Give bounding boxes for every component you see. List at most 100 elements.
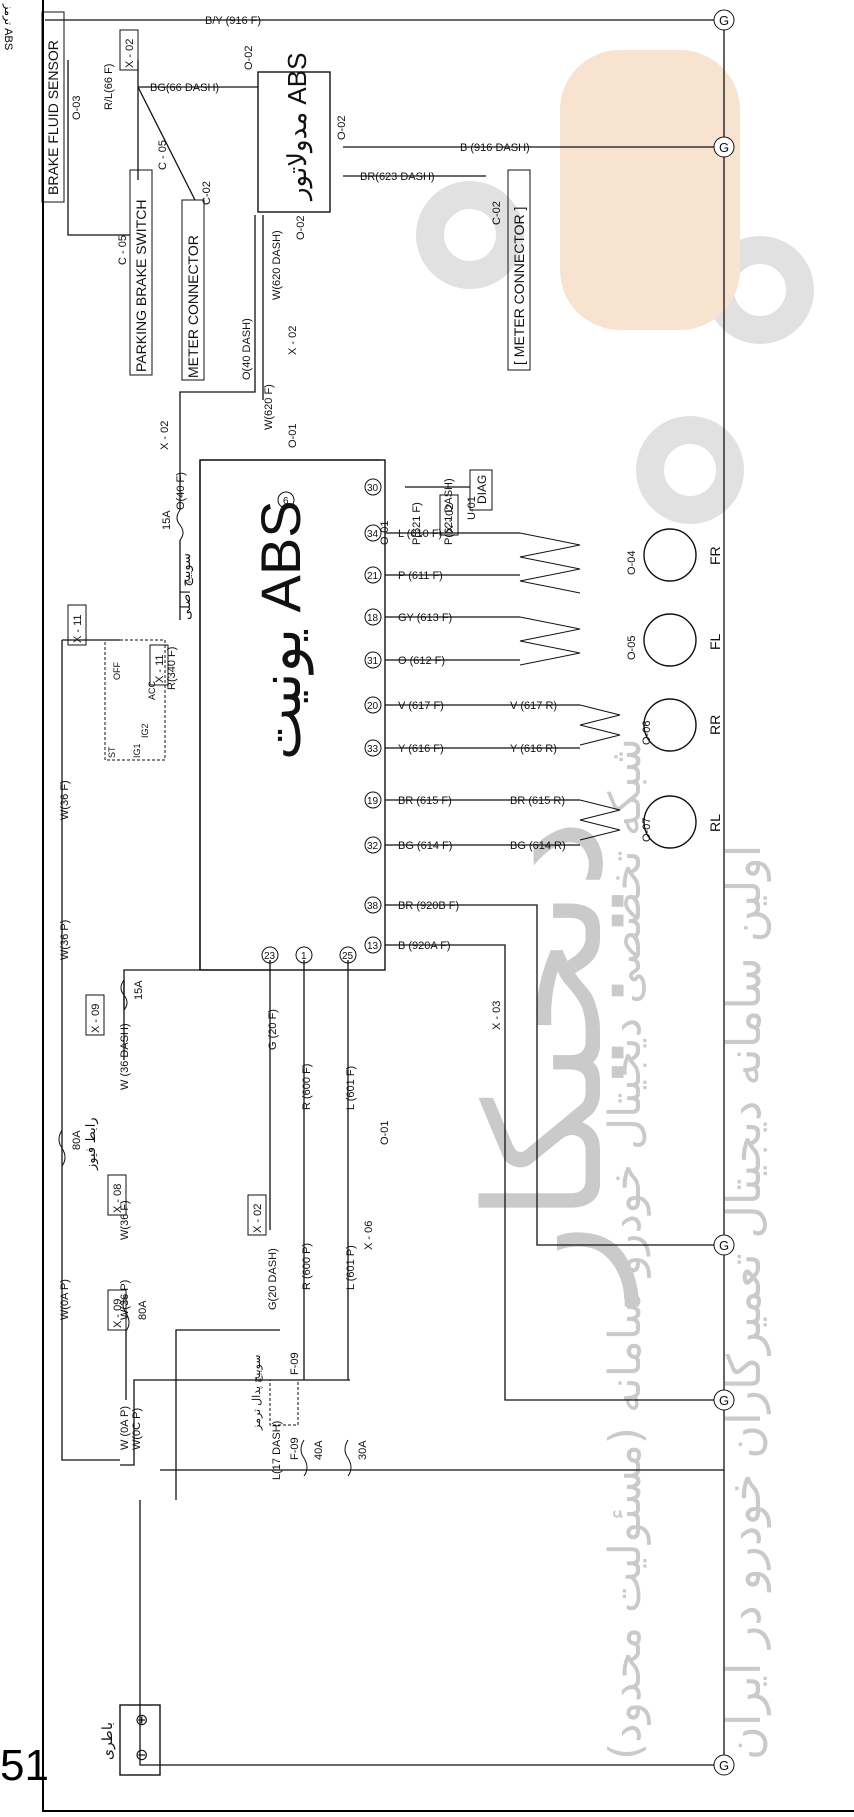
pin-33-circle [364,739,382,757]
sensor-fr-circle [643,528,697,582]
components: یونیت ABS مدولاتور ABS BRAKE FLUID SENSO… [41,11,531,1776]
conn-x02-right-box [439,494,459,536]
conn-x02-left: X - 02 [159,421,171,450]
ground-3-circle [713,1234,735,1256]
pin-18: 18 [367,613,379,624]
conn-x08-box [107,1174,127,1216]
lbl-o40dash: O(40 DASH) [241,318,253,380]
conn-c02-b: C-02 [491,201,503,225]
fuse-15a-ign-symbol [176,509,184,541]
conn-x09-b-box [107,1289,127,1331]
pin-38: 38 [367,901,379,912]
pin-18-circle [364,608,382,626]
lbl-w36dash: W (36 DASH) [119,1023,131,1090]
lbl-bg614f: BG (614 F) [398,840,452,852]
conn-x08: X - 08 [112,1184,124,1213]
lbl-br920bf: BR (920B F) [398,900,459,912]
ground-4-circle [713,1389,735,1411]
fuse-30a-symbol [344,1439,352,1477]
watermark-node-2 [706,236,814,344]
pin-6: 6 [283,496,289,507]
ground-5: G [719,1758,729,1773]
lbl-v617r: V (617 R) [510,700,557,712]
pin-13: 13 [367,941,379,952]
ground-2: G [719,140,729,155]
conn-x02-right: X - 02 [444,504,456,533]
wire-labels: B/Y (916 F) B (916 DASH) BR(623 DASH) BG… [59,15,566,1480]
wheel-sensors: FR O-04 FL O-05 RR O-06 RL O-07 [519,528,723,849]
ignition-switch-label: سوییچ اصلی [178,553,194,620]
sensor-rl-conn: O-07 [641,818,653,842]
fuse-15a-main-symbol [120,979,128,1011]
abs-unit-label: یونیت ABS [249,500,314,760]
meter-connector-1-label: METER CONNECTOR [185,235,201,378]
diagram-frame [42,0,854,1812]
lbl-w0ap-b: W (0A P) [119,1406,131,1450]
watermark-brand: دیجیکار [451,818,639,1307]
conn-o02-top: O-02 [243,46,255,70]
pin-20: 20 [367,701,379,712]
lbl-w36f: W(36 F) [59,780,71,820]
ground-1: G [719,13,729,28]
fuse-80a-lower-label: 80A [137,1300,149,1320]
battery-plus: ⊕ [135,1712,148,1729]
lbl-w620dash: W(620 DASH) [271,230,283,300]
sensor-rr-conn: O-06 [641,721,653,745]
conn-x02-low-box [247,1194,267,1236]
fuse-80a-link-label: 80A [71,1130,83,1150]
conn-o01-low: O-01 [379,1121,391,1145]
conn-x02-mid: X - 02 [287,326,299,355]
ign-pos-off: OFF [112,662,122,680]
lbl-y616f: Y (616 F) [398,743,444,755]
connector-labels: X - 02 O-03 O-02 C - 05 C-02 C - 05 O-02… [67,29,503,1460]
lbl-v617f: V (617 F) [398,700,444,712]
watermark-car-body [560,50,740,330]
lbl-g20f: G (20 F) [267,1009,279,1050]
watermark-line1: شبکه تخصصی دیجیتال خودرو سامانه (مسئولیت… [600,738,651,1760]
pin-34: 34 [367,529,379,540]
ign-pos-ig2: IG2 [140,723,150,738]
conn-x03: X - 03 [491,1001,503,1030]
conn-x11-a-box [67,604,87,646]
lbl-o612f: O (612 F) [398,655,445,667]
fuse-40a-symbol [300,1439,308,1477]
conn-x11-b: X - 11 [154,654,166,683]
sensor-fr-id: FR [707,546,723,565]
watermark: دیجیکار شبکه تخصصی دیجیتال خودرو سامانه … [416,50,814,1760]
lbl-bg614r: BG (614 R) [510,840,566,852]
wire-br920b [385,904,724,1246]
pin-21-circle [364,566,382,584]
wire-bottom-ground [139,1500,724,1766]
lbl-w620f: W(620 F) [263,384,275,430]
lbl-br623dash: BR(623 DASH) [360,171,435,183]
conn-f09-a: F-09 [289,1352,301,1375]
wheel-sensor-fr: FR O-04 [519,528,723,594]
lbl-r600f: R (600 F) [301,1064,313,1110]
pins: 6 30 34 21 18 31 20 33 19 32 38 13 23 [261,478,382,964]
lbl-l601p: L (601 P) [345,1245,357,1290]
lbl-br615f: BR (615 F) [398,795,452,807]
ground-1-circle [713,9,735,31]
pin-31: 31 [367,656,379,667]
pin-23-circle [261,946,279,964]
ignition-positions: OFF ACC IG2 IG1 ST [107,662,157,758]
pin-19-circle [364,791,382,809]
watermark-node-3 [636,416,744,524]
brake-pedal-switch-label: سوییچ پدال ترمز [251,1355,263,1431]
coil-fr [519,532,581,594]
lbl-l17dash: L(17 DASH) [271,1421,283,1480]
ground-5-circle [713,1754,735,1776]
pin-1: 1 [301,951,307,962]
page-header-ref: ترمز ABS [2,4,14,51]
watermark-line2: اولین سامانه دیجیتال تعمیرکاران خودرو در… [717,845,772,1760]
conn-x02-low: X - 02 [252,1204,264,1233]
conn-x11-b-box [149,644,169,686]
brake-fluid-sensor-label: BRAKE FLUID SENSOR [45,40,61,195]
wire-w0cp [120,1400,135,1466]
wire-fuse15a-main [123,969,200,1010]
lbl-w0ap: W(0A P) [59,1279,71,1320]
fuse-30a-label: 30A [357,1440,369,1460]
pin-13-circle [364,936,382,954]
fuse-15a-main-label: 15A [133,980,145,1000]
abs-modulator-box [257,71,331,213]
